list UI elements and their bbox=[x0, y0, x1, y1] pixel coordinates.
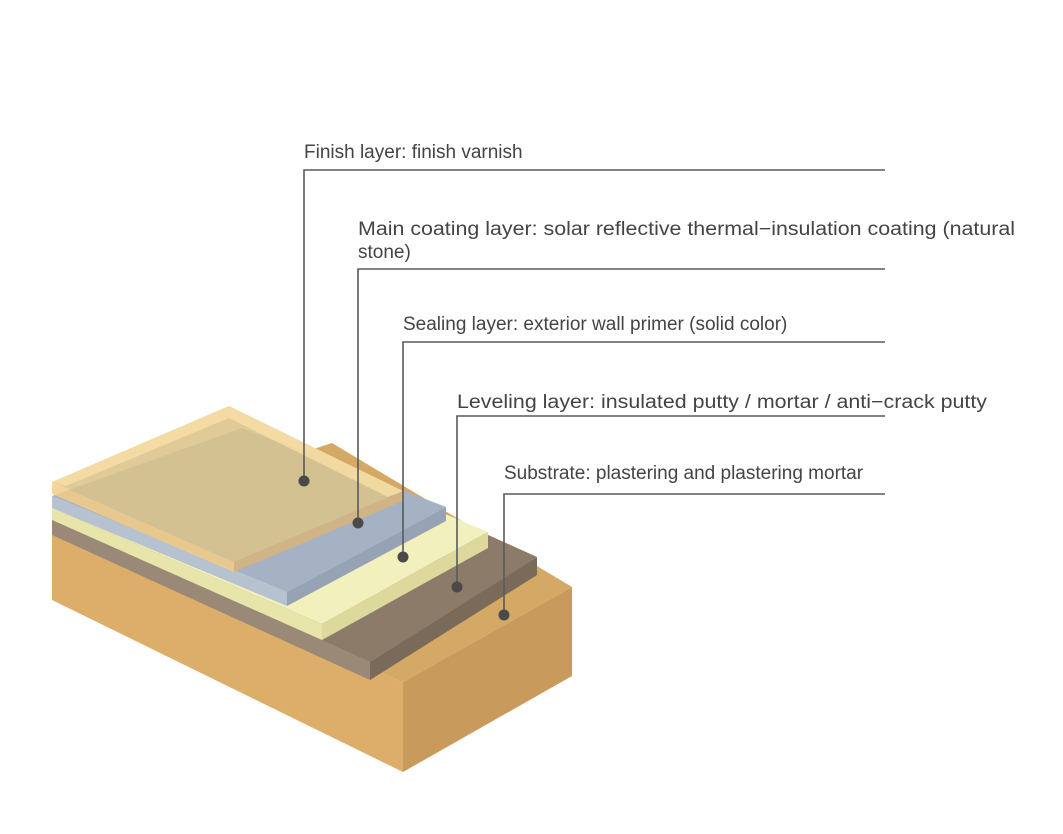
leader-line-finish bbox=[303, 169, 885, 481]
label-leveling: Leveling layer: insulated putty / mortar… bbox=[457, 392, 988, 413]
sealing-side-face bbox=[322, 532, 488, 640]
callout-main-coating: Main coating layer: solar reflective the… bbox=[352, 219, 1015, 529]
label-substrate: Substrate: plastering and plastering mor… bbox=[504, 463, 864, 484]
substrate-front-face bbox=[52, 535, 403, 772]
leader-line-main-coating bbox=[357, 268, 885, 523]
finish-front-face bbox=[52, 482, 234, 572]
substrate-side-face bbox=[403, 587, 572, 772]
marker-dot-substrate bbox=[498, 609, 510, 621]
main-coating-front-face bbox=[52, 496, 287, 606]
callout-substrate: Substrate: plastering and plastering mor… bbox=[498, 463, 885, 621]
leader-line-sealing bbox=[402, 341, 885, 557]
callout-sealing: Sealing layer: exterior wall primer (sol… bbox=[397, 314, 885, 563]
marker-dot-finish bbox=[298, 475, 310, 487]
sealing-front-face bbox=[52, 508, 322, 640]
marker-dot-leveling bbox=[451, 581, 463, 593]
marker-dot-sealing bbox=[397, 551, 409, 563]
label-finish: Finish layer: finish varnish bbox=[304, 142, 523, 163]
label-main-coating: Main coating layer: solar reflective the… bbox=[358, 219, 1015, 240]
leveling-side-face bbox=[370, 557, 537, 680]
finish-block bbox=[52, 406, 403, 572]
leader-line-substrate bbox=[503, 493, 885, 615]
main-coating-side-face bbox=[287, 507, 446, 606]
leveling-front-face bbox=[52, 518, 370, 680]
label-sealing: Sealing layer: exterior wall primer (sol… bbox=[403, 314, 787, 335]
marker-dot-main-coating bbox=[352, 517, 364, 529]
finish-side-face bbox=[234, 491, 403, 572]
label-main-coating-line2: stone) bbox=[358, 242, 411, 263]
callout-finish: Finish layer: finish varnish bbox=[298, 142, 885, 487]
leader-line-leveling bbox=[456, 415, 885, 587]
callout-leveling: Leveling layer: insulated putty / mortar… bbox=[451, 392, 988, 593]
